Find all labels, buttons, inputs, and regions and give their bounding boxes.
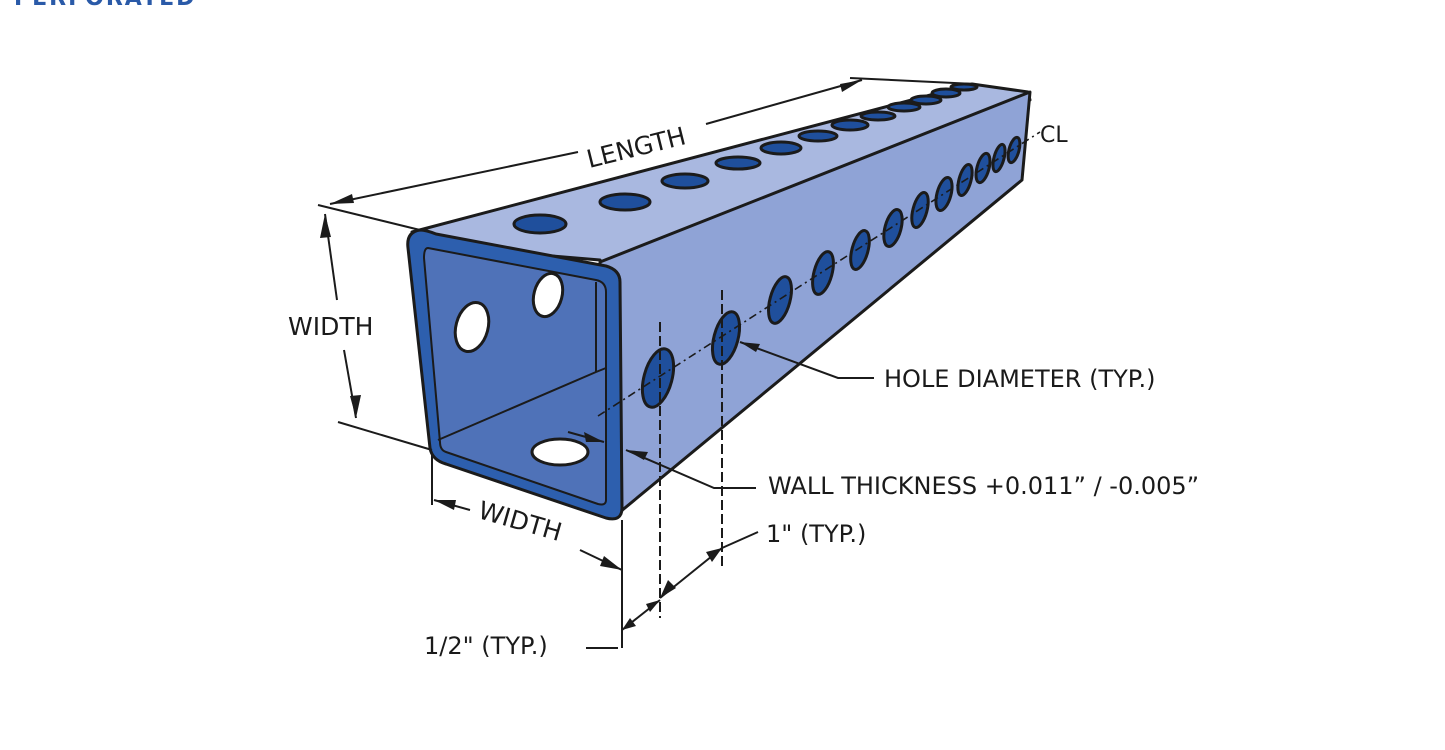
side-hole xyxy=(1006,135,1022,165)
edge-arrow-right xyxy=(646,600,660,612)
length-arrow-left xyxy=(330,194,354,204)
wall-thickness-arrow-left xyxy=(584,432,604,442)
tube-drawing xyxy=(406,82,1041,521)
wall-thickness-arrow-right xyxy=(626,450,648,460)
width-vertical-extension xyxy=(337,421,433,451)
hole-diameter-arrow xyxy=(740,342,760,352)
side-hole xyxy=(882,208,904,248)
length-arrow-right xyxy=(840,80,862,92)
hole-diameter-leader xyxy=(739,341,874,379)
side-hole xyxy=(991,142,1007,174)
edge-distance-label: 1/2" (TYP.) xyxy=(424,632,548,660)
side-holes xyxy=(640,135,1022,409)
side-hole xyxy=(710,310,742,366)
side-hole xyxy=(640,347,676,409)
centerline xyxy=(597,131,1041,417)
top-hole xyxy=(759,140,803,156)
top-hole xyxy=(830,118,870,132)
side-hole xyxy=(849,229,871,271)
inner-hole-left xyxy=(453,300,491,354)
width-bottom-label: WIDTH xyxy=(475,495,565,546)
top-hole xyxy=(797,129,839,143)
top-hole xyxy=(909,94,943,106)
top-hole xyxy=(512,213,568,235)
arrowheads xyxy=(320,80,862,630)
edge-arrow-left xyxy=(622,618,636,630)
width-bottom-arrow-left xyxy=(434,500,456,510)
top-hole xyxy=(930,87,962,99)
length-dimension-line-a xyxy=(329,151,579,205)
wall-thickness-leader xyxy=(625,449,756,489)
top-hole xyxy=(859,110,897,122)
top-hole xyxy=(714,155,762,171)
hole-diameter-label: HOLE DIAMETER (TYP.) xyxy=(884,365,1156,393)
spacing-arrow-left xyxy=(660,580,676,598)
side-hole xyxy=(934,175,954,213)
page-header-title: PERFORATED xyxy=(14,0,196,11)
width-arrow-up xyxy=(320,214,331,238)
side-hole xyxy=(767,275,793,325)
centerline-label: CL xyxy=(1040,123,1068,148)
length-extension-left xyxy=(317,204,421,231)
inner-hole-right xyxy=(531,271,565,319)
spacing-leader xyxy=(721,531,759,549)
top-holes xyxy=(512,82,979,235)
top-hole xyxy=(660,172,710,190)
spacing-arrow-right xyxy=(706,548,722,562)
top-hole xyxy=(598,192,652,212)
spacing-label: 1" (TYP.) xyxy=(766,520,866,548)
side-hole xyxy=(811,250,835,296)
width-arrow-down xyxy=(350,395,361,418)
length-dimension-line-b xyxy=(705,79,863,125)
inner-hole-bottom xyxy=(530,437,590,467)
wall-thickness-label: WALL THICKNESS +0.011” / -0.005” xyxy=(768,472,1199,500)
width-vertical-label: WIDTH xyxy=(288,312,373,341)
width-bottom-arrow-right xyxy=(600,556,622,570)
top-hole xyxy=(886,101,922,113)
length-extension-right xyxy=(849,77,976,85)
